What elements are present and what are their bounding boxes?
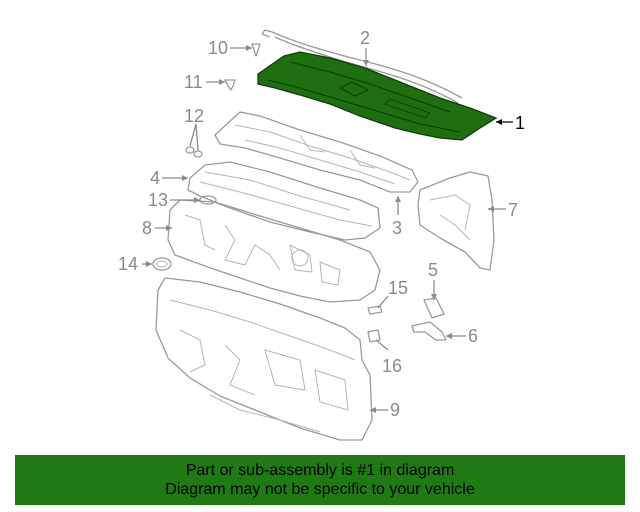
arrow-1 bbox=[496, 119, 502, 125]
part-14-grommet[interactable] bbox=[152, 257, 172, 271]
callout-4[interactable]: 4 bbox=[150, 168, 160, 188]
part-1-cowl-panel[interactable] bbox=[257, 51, 498, 141]
arrow-7 bbox=[488, 206, 494, 212]
diagram-notice-banner: Part or sub-assembly is #1 in diagram Di… bbox=[15, 455, 625, 505]
banner-line-2: Diagram may not be specific to your vehi… bbox=[165, 481, 475, 498]
callout-13[interactable]: 13 bbox=[148, 190, 168, 210]
part-8-dash-panel[interactable] bbox=[167, 199, 381, 303]
part-13-grommet[interactable] bbox=[199, 195, 217, 205]
arrow-5 bbox=[431, 294, 437, 300]
part-11-clip[interactable] bbox=[224, 79, 236, 91]
callout-2[interactable]: 2 bbox=[360, 28, 370, 48]
part-7-side-panel[interactable] bbox=[417, 171, 495, 271]
leader-12b bbox=[195, 123, 199, 151]
callout-7[interactable]: 7 bbox=[508, 200, 518, 220]
exploded-parts-diagram: 1 2 3 4 5 6 7 8 9 10 11 12 13 14 15 16 bbox=[118, 28, 525, 441]
arrow-8 bbox=[166, 225, 172, 231]
callout-8[interactable]: 8 bbox=[142, 218, 152, 238]
part-5-bracket[interactable] bbox=[423, 297, 445, 319]
part-6-bracket[interactable] bbox=[411, 321, 447, 341]
part-16-clip[interactable] bbox=[367, 329, 381, 343]
arrow-10 bbox=[246, 45, 252, 51]
part-3-plenum[interactable] bbox=[214, 111, 419, 193]
callout-14[interactable]: 14 bbox=[118, 254, 138, 274]
callout-6[interactable]: 6 bbox=[468, 326, 478, 346]
arrow-6 bbox=[446, 333, 452, 339]
callout-3[interactable]: 3 bbox=[392, 218, 402, 238]
arrow-13 bbox=[194, 197, 200, 203]
arrow-9 bbox=[370, 407, 376, 413]
callout-5[interactable]: 5 bbox=[428, 260, 438, 280]
part-3-cowl-lower[interactable] bbox=[187, 161, 381, 241]
leader-12a bbox=[189, 123, 197, 147]
banner-line-1: Part or sub-assembly is #1 in diagram bbox=[185, 462, 455, 479]
callout-10[interactable]: 10 bbox=[208, 38, 228, 58]
arrow-2 bbox=[363, 60, 369, 66]
part-12-fasteners[interactable] bbox=[185, 146, 203, 158]
callout-16[interactable]: 16 bbox=[382, 356, 402, 376]
callout-9[interactable]: 9 bbox=[390, 400, 400, 420]
arrow-3 bbox=[395, 196, 401, 202]
callout-11[interactable]: 11 bbox=[184, 72, 203, 92]
arrow-4 bbox=[182, 175, 188, 181]
callout-15[interactable]: 15 bbox=[388, 278, 408, 298]
callout-12[interactable]: 12 bbox=[184, 106, 204, 126]
callout-1[interactable]: 1 bbox=[515, 113, 525, 133]
part-9-dash-insulator[interactable] bbox=[155, 277, 373, 441]
leader-15 bbox=[377, 295, 389, 309]
leader-16 bbox=[375, 339, 389, 351]
part-10-clip[interactable] bbox=[251, 43, 261, 57]
arrow-11 bbox=[219, 79, 225, 85]
arrow-14 bbox=[146, 261, 152, 267]
part-15-bolt[interactable] bbox=[367, 305, 383, 315]
